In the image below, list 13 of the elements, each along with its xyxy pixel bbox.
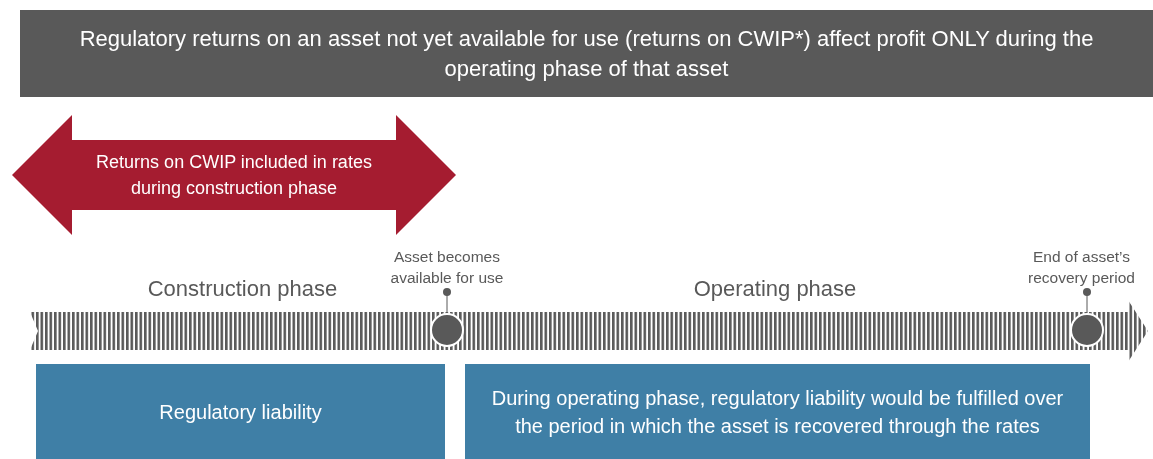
box-text: During operating phase, regulatory liability would be fulfilled over the period in which the asset is recovered through the rates	[490, 385, 1065, 439]
leader-line	[443, 288, 451, 314]
phase-label: Operating phase	[692, 276, 858, 302]
arrow-text: Returns on CWIP included in rates during construction phase	[95, 151, 373, 200]
double-arrow	[12, 115, 456, 235]
info-box	[36, 364, 445, 459]
title-banner: Regulatory returns on an asset not yet available for use (returns on CWIP*) affect profit ONLY during the operating phase of that asset	[20, 10, 1153, 97]
phase-label: Construction phase	[146, 276, 339, 302]
milestone-label: Asset becomes available for use	[370, 246, 524, 288]
milestone-label: End of asset’s recovery period	[1010, 246, 1153, 288]
leader-line	[1083, 288, 1091, 314]
info-box	[465, 364, 1090, 459]
box-text: Regulatory liability	[159, 399, 322, 425]
